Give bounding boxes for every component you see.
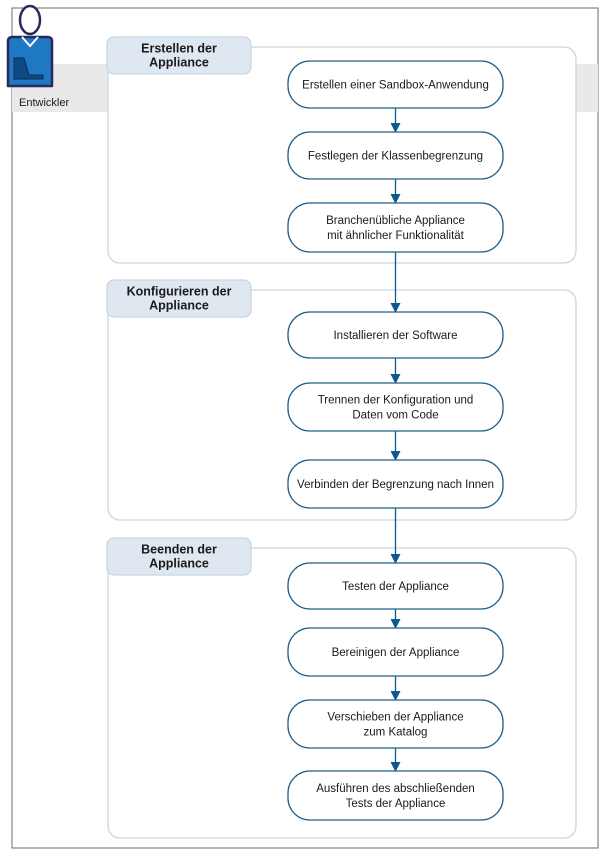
process-step-label: Testen der Appliance (342, 581, 449, 593)
phase-header (106, 36, 252, 75)
process-step (287, 131, 504, 180)
process-step-label: Bereinigen der Appliance (332, 647, 460, 659)
phase-container (107, 547, 577, 839)
process-step-label: Installieren der Software (333, 330, 457, 342)
process-step (287, 311, 504, 359)
developer-actor-icon (6, 4, 54, 88)
process-step-label: Verbinden der Begrenzung nach Innen (297, 479, 494, 491)
process-step (287, 60, 504, 109)
process-step (287, 699, 504, 749)
actor-label: Entwickler (19, 97, 69, 109)
process-step (287, 459, 504, 509)
process-step (287, 202, 504, 253)
process-step-label: Festlegen der Klassenbegrenzung (308, 151, 483, 163)
process-step (287, 770, 504, 821)
process-step (287, 562, 504, 610)
process-step (287, 382, 504, 432)
process-step (287, 627, 504, 677)
phase-header (106, 537, 252, 576)
process-step-label: Erstellen einer Sandbox-Anwendung (302, 80, 489, 92)
phase-header (106, 279, 252, 318)
